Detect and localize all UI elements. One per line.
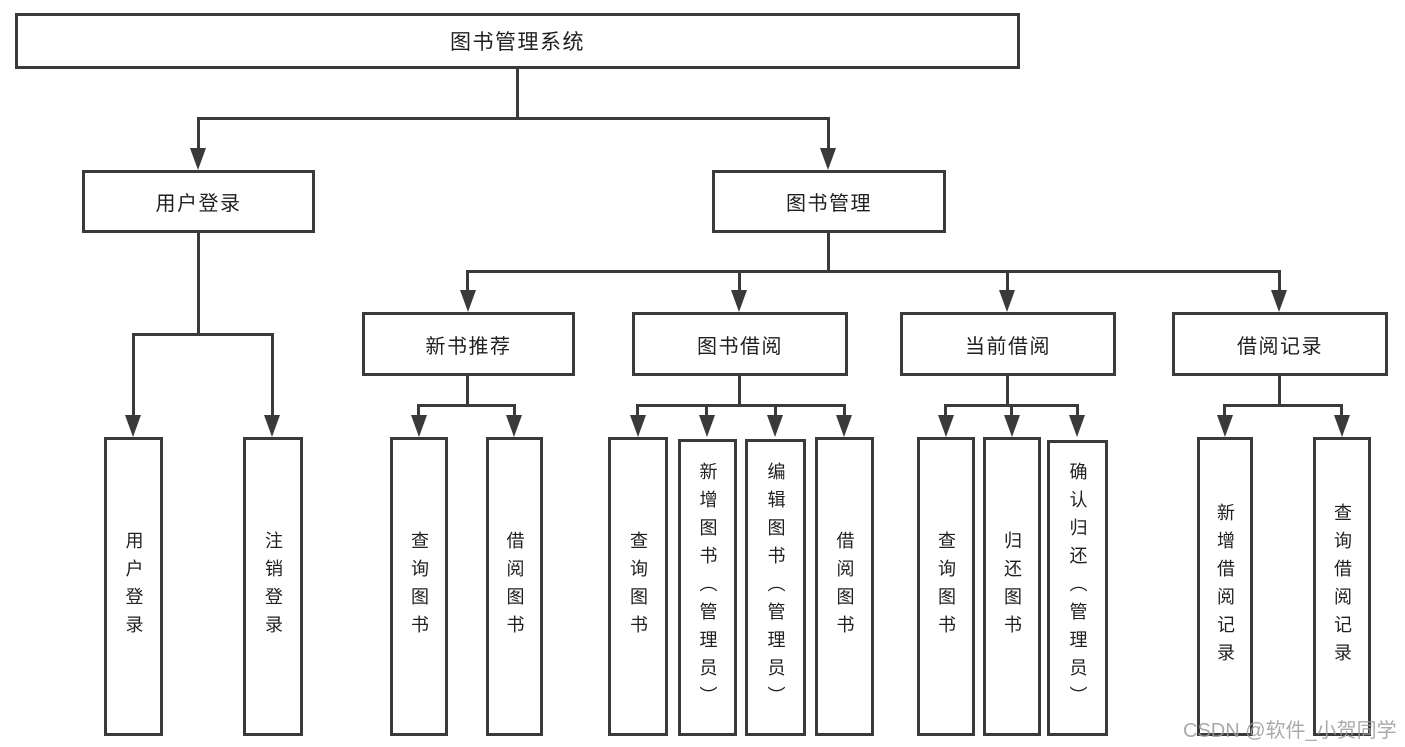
connector-line	[827, 117, 830, 151]
node-query-borrow-record-label: 查询借阅记录	[1332, 502, 1352, 671]
connector-line	[636, 404, 846, 407]
connector-arrowhead-down	[125, 415, 141, 437]
connector-line	[132, 333, 274, 336]
connector-line	[417, 404, 420, 418]
connector-line	[417, 404, 516, 407]
connector-arrowhead-down	[731, 290, 747, 312]
node-borrow-books-2: 借阅图书	[815, 437, 874, 736]
node-borrowing-records-label: 借阅记录	[1237, 335, 1323, 358]
connector-arrowhead-down	[699, 415, 715, 437]
connector-arrowhead-down	[411, 415, 427, 437]
node-borrow-books-1-label: 借阅图书	[504, 530, 525, 643]
node-query-books-3-label: 查询图书	[936, 530, 956, 643]
connector-line	[1223, 404, 1226, 418]
node-add-borrow-record-label: 新增借阅记录	[1215, 502, 1235, 671]
connector-arrowhead-down	[506, 415, 522, 437]
connector-arrowhead-down	[820, 148, 836, 170]
connector-arrowhead-down	[1004, 415, 1020, 437]
node-book-borrowing-label: 图书借阅	[697, 335, 783, 358]
connector-line	[1006, 376, 1009, 407]
node-book-management: 图书管理	[712, 170, 946, 233]
csdn-watermark: CSDN @软件_小贺同学	[1183, 720, 1397, 742]
connector-line	[197, 117, 830, 120]
node-new-book-recommend: 新书推荐	[362, 312, 575, 376]
node-borrow-books-1: 借阅图书	[486, 437, 543, 736]
node-edit-books-admin: 编辑图书（管理员）	[745, 439, 806, 736]
connector-arrowhead-down	[630, 415, 646, 437]
connector-line	[271, 333, 274, 419]
connector-arrowhead-down	[1334, 415, 1350, 437]
node-user-login-label: 用户登录	[123, 530, 144, 643]
connector-line	[466, 376, 469, 407]
connector-line	[1010, 404, 1013, 418]
connector-line	[944, 404, 947, 418]
connector-line	[516, 69, 519, 119]
node-confirm-return-admin: 确认归还（管理员）	[1047, 440, 1108, 736]
connector-line	[1006, 270, 1009, 295]
node-library-system-label: 图书管理系统	[450, 31, 585, 54]
node-query-books-1-label: 查询图书	[409, 530, 429, 643]
connector-line	[513, 404, 516, 418]
connector-arrowhead-down	[767, 415, 783, 437]
node-return-books: 归还图书	[983, 437, 1041, 736]
connector-line	[827, 233, 830, 273]
connector-line	[466, 270, 469, 295]
connector-arrowhead-down	[1217, 415, 1233, 437]
connector-line	[1223, 404, 1343, 407]
node-borrow-books-2-label: 借阅图书	[834, 530, 855, 643]
connector-line	[1278, 270, 1281, 295]
node-login-group: 用户登录	[82, 170, 315, 233]
node-return-books-label: 归还图书	[1002, 530, 1022, 643]
connector-arrowhead-down	[999, 290, 1015, 312]
node-query-borrow-record: 查询借阅记录	[1313, 437, 1371, 736]
node-edit-books-admin-label: 编辑图书（管理员）	[765, 461, 786, 714]
node-query-books-3: 查询图书	[917, 437, 975, 736]
node-book-borrowing: 图书借阅	[632, 312, 848, 376]
connector-arrowhead-down	[460, 290, 476, 312]
connector-line	[636, 404, 639, 418]
node-query-books-1: 查询图书	[390, 437, 448, 736]
connector-line	[705, 404, 708, 418]
node-login-group-label: 用户登录	[155, 193, 242, 215]
node-query-books-2: 查询图书	[608, 437, 668, 736]
connector-line	[774, 404, 777, 418]
connector-line	[738, 376, 741, 407]
node-new-book-recommend-label: 新书推荐	[425, 335, 512, 358]
node-borrowing-records: 借阅记录	[1172, 312, 1388, 376]
node-confirm-return-admin-label: 确认归还（管理员）	[1067, 462, 1088, 714]
connector-line	[197, 117, 200, 151]
node-logout: 注销登录	[243, 437, 303, 736]
node-add-borrow-record: 新增借阅记录	[1197, 437, 1253, 736]
connector-arrowhead-down	[836, 415, 852, 437]
node-library-system: 图书管理系统	[15, 13, 1020, 69]
connector-arrowhead-down	[938, 415, 954, 437]
node-current-borrowing: 当前借阅	[900, 312, 1116, 376]
connector-arrowhead-down	[1271, 290, 1287, 312]
node-query-books-2-label: 查询图书	[628, 530, 648, 643]
node-book-management-label: 图书管理	[786, 193, 872, 215]
connector-arrowhead-down	[1069, 415, 1085, 437]
node-add-books-admin-label: 新增图书（管理员）	[697, 461, 718, 714]
connector-arrowhead-down	[264, 415, 280, 437]
node-logout-label: 注销登录	[263, 530, 283, 643]
connector-line	[1340, 404, 1343, 418]
connector-line	[197, 233, 200, 335]
node-user-login: 用户登录	[104, 437, 163, 736]
connector-line	[1278, 376, 1281, 407]
node-add-books-admin: 新增图书（管理员）	[678, 439, 737, 736]
connector-line	[1076, 404, 1079, 418]
connector-line	[132, 333, 135, 419]
connector-line	[738, 270, 741, 295]
node-current-borrowing-label: 当前借阅	[965, 335, 1051, 358]
connector-line	[843, 404, 846, 418]
connector-arrowhead-down	[190, 148, 206, 170]
connector-line	[467, 270, 1281, 273]
